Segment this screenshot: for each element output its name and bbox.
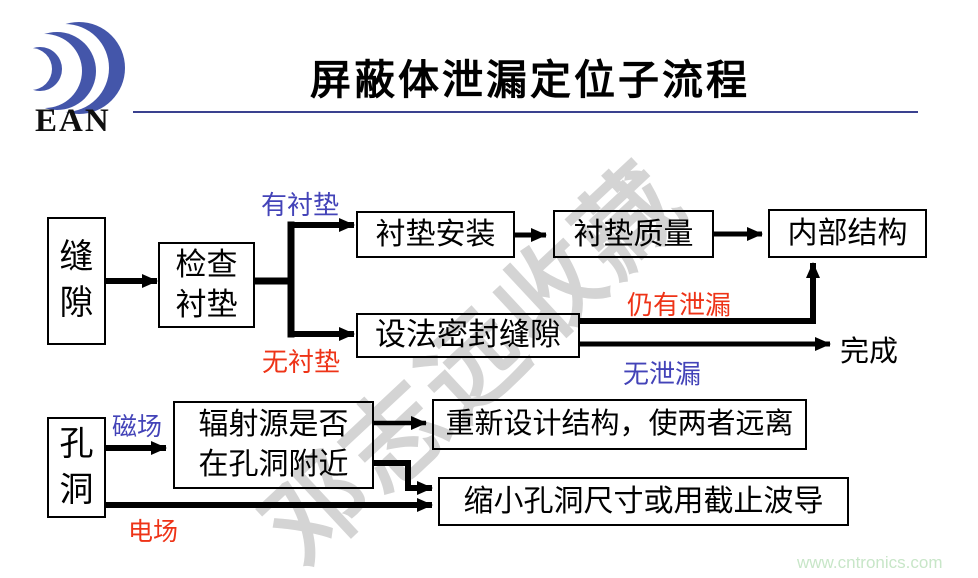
edge-label-still-leak: 仍有泄漏 — [627, 291, 732, 320]
edge-label-no-leak: 无泄漏 — [623, 360, 702, 389]
flow-box-radiation-near-hole: 辐射源是否 在孔洞附近 — [173, 401, 374, 489]
arrow-radiation-to-shrink — [374, 460, 433, 495]
flow-box-gasket-quality: 衬垫质量 — [553, 210, 714, 258]
flow-box-seal-seam: 设法密封缝隙 — [356, 313, 580, 358]
ean-waves-logo-icon — [33, 22, 125, 114]
flow-box-gasket-install: 衬垫安装 — [356, 211, 515, 258]
arrow-seal-to-internal — [580, 262, 820, 324]
edge-label-electric-field: 电场 — [128, 519, 179, 546]
flow-box-shrink-hole: 缩小孔洞尺寸或用截止波导 — [438, 477, 849, 526]
site-watermark: www.cntronics.com — [797, 553, 943, 572]
terminal-label-done: 完成 — [840, 336, 899, 368]
edge-label-magnetic-field: 磁场 — [112, 414, 163, 441]
flow-box-seam: 缝 隙 — [47, 217, 106, 345]
edge-label-no-gasket: 无衬垫 — [262, 348, 341, 377]
flow-box-internal-structure: 内部结构 — [768, 209, 927, 258]
edge-label-has-gasket: 有衬垫 — [261, 191, 340, 220]
header-divider — [133, 111, 918, 113]
page-title: 屏蔽体泄漏定位子流程 — [310, 57, 750, 103]
logo-text: EAN — [35, 103, 111, 139]
flow-box-check-gasket: 检查 衬垫 — [158, 242, 255, 328]
flow-box-hole: 孔 洞 — [47, 417, 106, 518]
flow-box-redesign: 重新设计结构，使两者远离 — [432, 399, 807, 450]
